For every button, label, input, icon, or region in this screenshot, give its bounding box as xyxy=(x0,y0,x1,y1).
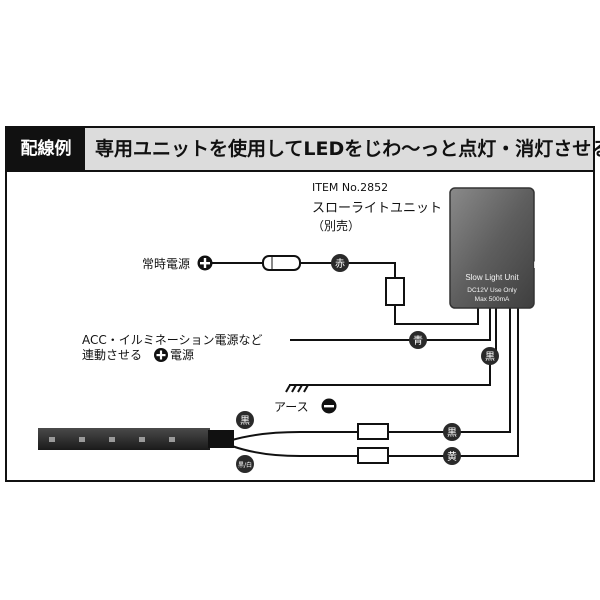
wire-tag-yellow-out: 黄 xyxy=(443,447,461,465)
plus-icon xyxy=(154,348,168,362)
acc-label-line1: ACC・イルミネーション電源など xyxy=(82,333,263,347)
wire-tag-blue: 青 xyxy=(409,331,427,349)
svg-text:黒: 黒 xyxy=(240,415,250,427)
unit-label-spec1: DC12V Use Only xyxy=(467,287,517,294)
diode-component xyxy=(385,277,405,306)
wire-tag-black-unit: 黒 xyxy=(481,347,499,365)
watermark: hirochi xyxy=(533,260,560,270)
svg-text:黒/白: 黒/白 xyxy=(238,461,252,469)
unit-label-spec2: Max 500mA xyxy=(475,296,510,303)
diagram-header: 配線例 専用ユニットを使用してLEDをじわ〜っと点灯・消灯させる xyxy=(7,128,600,172)
slow-light-unit: Slow Light Unit DC12V Use Only Max 500mA xyxy=(449,187,535,309)
wire-yellow-out xyxy=(231,308,519,457)
acc-label-line2-post: 電源 xyxy=(170,348,194,362)
led-strip xyxy=(38,428,234,450)
header-title: 専用ユニットを使用してLEDをじわ〜っと点灯・消灯させる xyxy=(95,138,600,160)
wire-black-out xyxy=(231,308,511,441)
connector-black xyxy=(357,423,389,440)
unit-name: スローライトユニット xyxy=(312,201,442,216)
svg-text:黒: 黒 xyxy=(485,351,495,363)
inline-connector xyxy=(262,255,301,271)
wire-tag-red: 赤 xyxy=(331,254,349,272)
svg-text:黄: 黄 xyxy=(447,450,457,463)
svg-text:青: 青 xyxy=(413,334,423,347)
minus-icon xyxy=(321,398,337,414)
header-tag: 配線例 xyxy=(7,128,85,170)
ground-label: アース xyxy=(274,400,309,414)
wire-tag-black-white: 黒/白 xyxy=(236,455,254,473)
ground-symbol xyxy=(285,384,309,393)
connector-yellow xyxy=(357,447,389,464)
svg-text:赤: 赤 xyxy=(335,258,345,270)
wire-blue xyxy=(290,308,491,341)
wire-ground xyxy=(297,308,497,386)
wires xyxy=(212,262,519,457)
plus-icon xyxy=(197,255,213,271)
unit-label-main: Slow Light Unit xyxy=(465,273,519,282)
wire-tag-black-out: 黒 xyxy=(443,423,461,441)
svg-text:黒: 黒 xyxy=(447,427,457,439)
wire-tag-black-led: 黒 xyxy=(236,411,254,429)
acc-label-line2-pre: 連動させる xyxy=(82,348,142,362)
wire-red-to-unit xyxy=(394,305,479,325)
constant-power-label: 常時電源 xyxy=(142,257,190,271)
unit-note: （別売） xyxy=(312,218,360,233)
unit-item-number: ITEM No.2852 xyxy=(312,181,388,194)
